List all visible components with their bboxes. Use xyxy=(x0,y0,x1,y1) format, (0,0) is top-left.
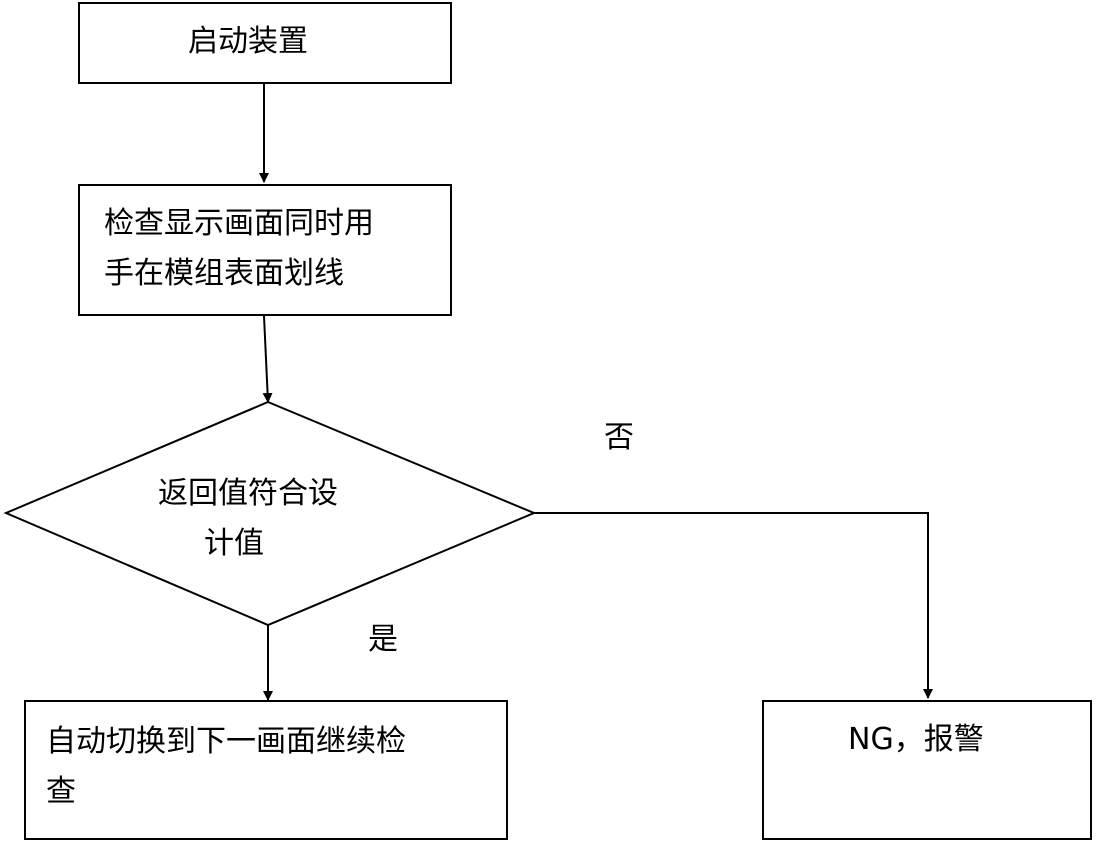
check-node-line2: 手在模组表面划线 xyxy=(104,248,344,300)
edge-label-no: 否 xyxy=(604,412,634,464)
decision-node-line2: 计值 xyxy=(204,518,264,570)
next-screen-node-line1: 自动切换到下一画面继续检 xyxy=(46,716,406,768)
arrow-no-to-ng xyxy=(534,513,928,698)
decision-node-line1: 返回值符合设 xyxy=(158,468,338,520)
next-screen-node-line2: 查 xyxy=(46,766,76,818)
ng-alarm-node-label: NG，报警 xyxy=(848,714,984,766)
edge-label-yes: 是 xyxy=(368,614,398,666)
start-node-label: 启动装置 xyxy=(188,16,308,68)
arrow-check-to-decision xyxy=(264,316,268,402)
check-node-line1: 检查显示画面同时用 xyxy=(104,198,374,250)
